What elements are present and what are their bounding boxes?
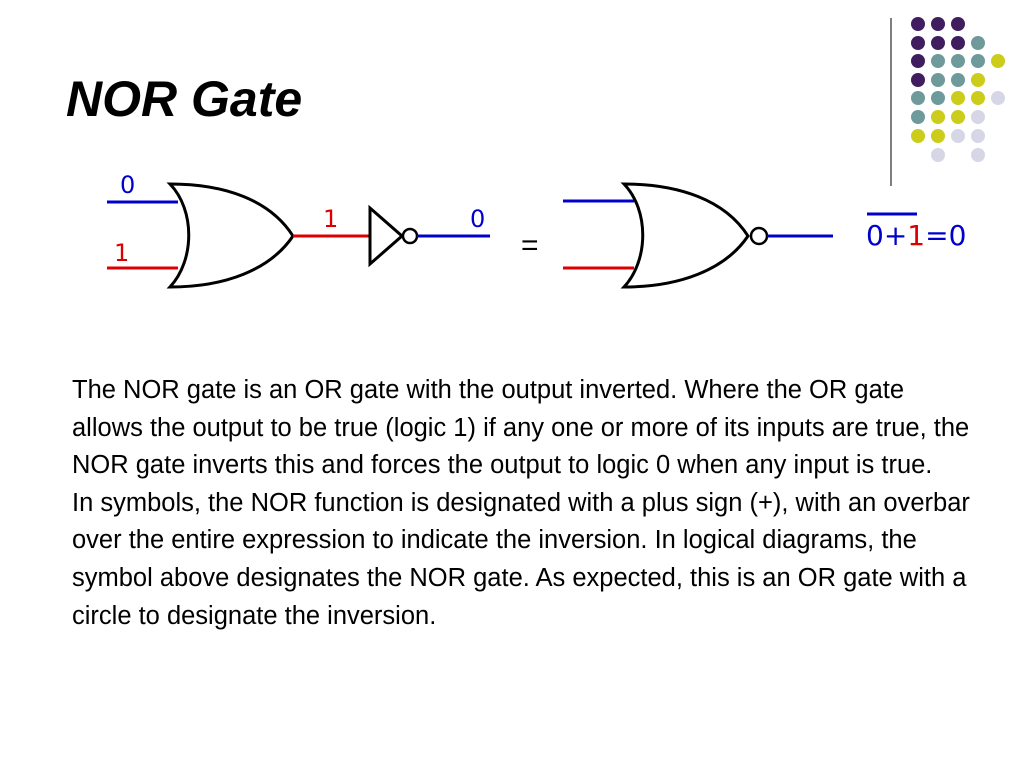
nor-gate-bubble — [749, 226, 769, 246]
decorative-dot — [971, 148, 985, 162]
decorative-dot — [931, 17, 945, 31]
expression-equals: = — [925, 219, 948, 252]
decorative-dot — [931, 129, 945, 143]
input-b-label: 1 — [114, 239, 129, 267]
decorative-dot — [931, 36, 945, 50]
slide-title: NOR Gate — [66, 71, 303, 127]
expression-result: 0 — [949, 219, 967, 252]
decorative-dot-grid — [890, 17, 1005, 186]
decorative-dot — [911, 73, 925, 87]
decorative-dot — [951, 91, 965, 105]
equals-sign: = — [521, 229, 539, 262]
or-output-label: 1 — [323, 205, 338, 233]
decorative-dot — [951, 110, 965, 124]
decorative-dot — [931, 54, 945, 68]
not-output-label: 0 — [470, 205, 485, 233]
paragraph: In symbols, the NOR function is designat… — [72, 488, 970, 630]
decorative-dot — [971, 36, 985, 50]
body-text: The NOR gate is an OR gate with the outp… — [72, 372, 972, 635]
decorative-dot — [931, 148, 945, 162]
paragraph: The NOR gate is an OR gate with the outp… — [72, 376, 970, 480]
decorative-dot — [911, 17, 925, 31]
decorative-dot — [991, 54, 1005, 68]
decorative-dot — [931, 91, 945, 105]
input-a-label: 0 — [120, 171, 135, 199]
decorative-dot — [911, 91, 925, 105]
nor-gate-circuit — [563, 182, 833, 289]
decorative-dot — [951, 36, 965, 50]
decorative-dot — [911, 110, 925, 124]
decorative-dot — [911, 54, 925, 68]
expression-text: 0+1=0 — [866, 219, 966, 252]
expression-operator: + — [884, 219, 907, 252]
nor-gate-symbol — [620, 182, 750, 289]
decorative-dot — [991, 91, 1005, 105]
decorative-dot — [951, 54, 965, 68]
decorative-dot — [911, 36, 925, 50]
decorative-dot — [951, 17, 965, 31]
decorative-dot — [971, 129, 985, 143]
nor-equivalence-diagram: 0 1 1 0 = 0+1=0 — [107, 171, 966, 289]
dot-layer — [911, 17, 1005, 162]
expression-term-b: 1 — [907, 219, 925, 252]
decorative-dot — [971, 110, 985, 124]
decorative-dot — [971, 73, 985, 87]
decorative-dot — [951, 129, 965, 143]
decorative-dot — [931, 110, 945, 124]
nor-expression: 0+1=0 — [866, 212, 966, 252]
decorative-dot — [951, 73, 965, 87]
not-gate-triangle — [368, 204, 405, 268]
decorative-dot — [971, 54, 985, 68]
not-gate-bubble — [401, 227, 419, 245]
decorative-dot — [931, 73, 945, 87]
decorative-dot — [911, 129, 925, 143]
expression-term-a: 0 — [866, 219, 884, 252]
decorative-dot — [971, 91, 985, 105]
or-gate-symbol — [166, 182, 295, 289]
or-gate-circuit: 0 1 1 0 — [107, 171, 490, 289]
